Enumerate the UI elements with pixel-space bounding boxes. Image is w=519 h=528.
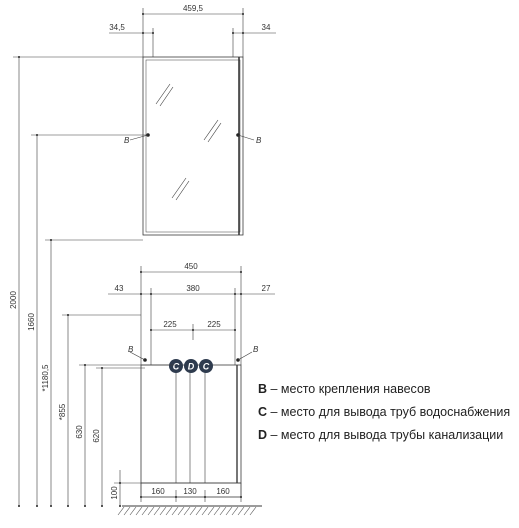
hatch-stroke <box>243 506 251 516</box>
dim-cabinet-left-offset: 43 <box>115 284 124 293</box>
dim-bottom-left: 160 <box>151 487 165 496</box>
horizontal-dimensions <box>108 8 276 502</box>
legend-item-d: D – место для вывода трубы канализации <box>258 428 504 442</box>
mount-label-mirror-right: B <box>256 136 262 145</box>
dim-height-2000: 2000 <box>9 291 18 309</box>
hatch-stroke <box>225 506 233 516</box>
marker-c-right <box>199 359 213 373</box>
hatch-stroke <box>183 506 191 516</box>
vertical-dimensions <box>13 56 176 506</box>
svg-text:C: C <box>173 362 180 372</box>
hatch-stroke <box>147 506 155 516</box>
mirror-frame <box>142 56 244 236</box>
dim-height-1660: 1660 <box>27 313 36 331</box>
dim-height-855: *855 <box>58 403 67 420</box>
legend: B – место крепления навесов C – место дл… <box>258 378 518 447</box>
hatch-stroke <box>153 506 161 516</box>
dim-bottom-right: 160 <box>216 487 230 496</box>
hatch-stroke <box>165 506 173 516</box>
hatch-stroke <box>123 506 131 516</box>
hatch-stroke <box>159 506 167 516</box>
floor-hatch <box>117 506 257 516</box>
hatch-stroke <box>117 506 125 516</box>
hatch-stroke <box>201 506 209 516</box>
dim-bottom-mid: 130 <box>183 487 197 496</box>
hatch-stroke <box>195 506 203 516</box>
mirror-glass <box>145 59 241 233</box>
dim-height-1180: *1180,5 <box>41 364 50 392</box>
legend-item-c: C – место для вывода труб водоснабжения <box>258 405 511 419</box>
legend-item-b: B – место крепления навесов <box>258 382 431 396</box>
vertical-ticks <box>18 56 121 507</box>
svg-text:D: D <box>188 362 195 372</box>
hatch-stroke <box>141 506 149 516</box>
dim-cabinet-right-offset: 27 <box>262 284 271 293</box>
mirror-reflections <box>155 83 222 201</box>
hatch-stroke <box>231 506 239 516</box>
dim-height-100: 100 <box>110 486 119 500</box>
dim-height-620: 620 <box>92 429 101 443</box>
hatch-stroke <box>189 506 197 516</box>
dim-cabinet-half-left: 225 <box>163 320 177 329</box>
dim-cabinet-inner-width: 380 <box>186 284 200 293</box>
dimension-ticks <box>140 13 244 498</box>
hatch-stroke <box>129 506 137 516</box>
hatch-stroke <box>207 506 215 516</box>
cabinet-body <box>140 364 242 484</box>
mount-label-cabinet-right: B <box>253 345 259 354</box>
dim-mirror-left-offset: 34,5 <box>109 23 125 32</box>
hatch-stroke <box>249 506 257 516</box>
dim-mirror-right-offset: 34 <box>262 23 271 32</box>
dim-height-630: 630 <box>75 425 84 439</box>
dim-mirror-width: 459,5 <box>183 4 204 13</box>
hatch-stroke <box>177 506 185 516</box>
dim-cabinet-half-right: 225 <box>207 320 221 329</box>
hatch-stroke <box>219 506 227 516</box>
hatch-stroke <box>213 506 221 516</box>
marker-c-left <box>169 359 183 373</box>
pipe-markers: C D C <box>169 359 213 373</box>
mount-label-mirror-left: B <box>124 136 130 145</box>
hatch-stroke <box>237 506 245 516</box>
hatch-stroke <box>135 506 143 516</box>
dim-cabinet-width: 450 <box>184 262 198 271</box>
mount-label-cabinet-left: B <box>128 345 134 354</box>
marker-d <box>184 359 198 373</box>
svg-text:C: C <box>203 362 210 372</box>
hatch-stroke <box>171 506 179 516</box>
